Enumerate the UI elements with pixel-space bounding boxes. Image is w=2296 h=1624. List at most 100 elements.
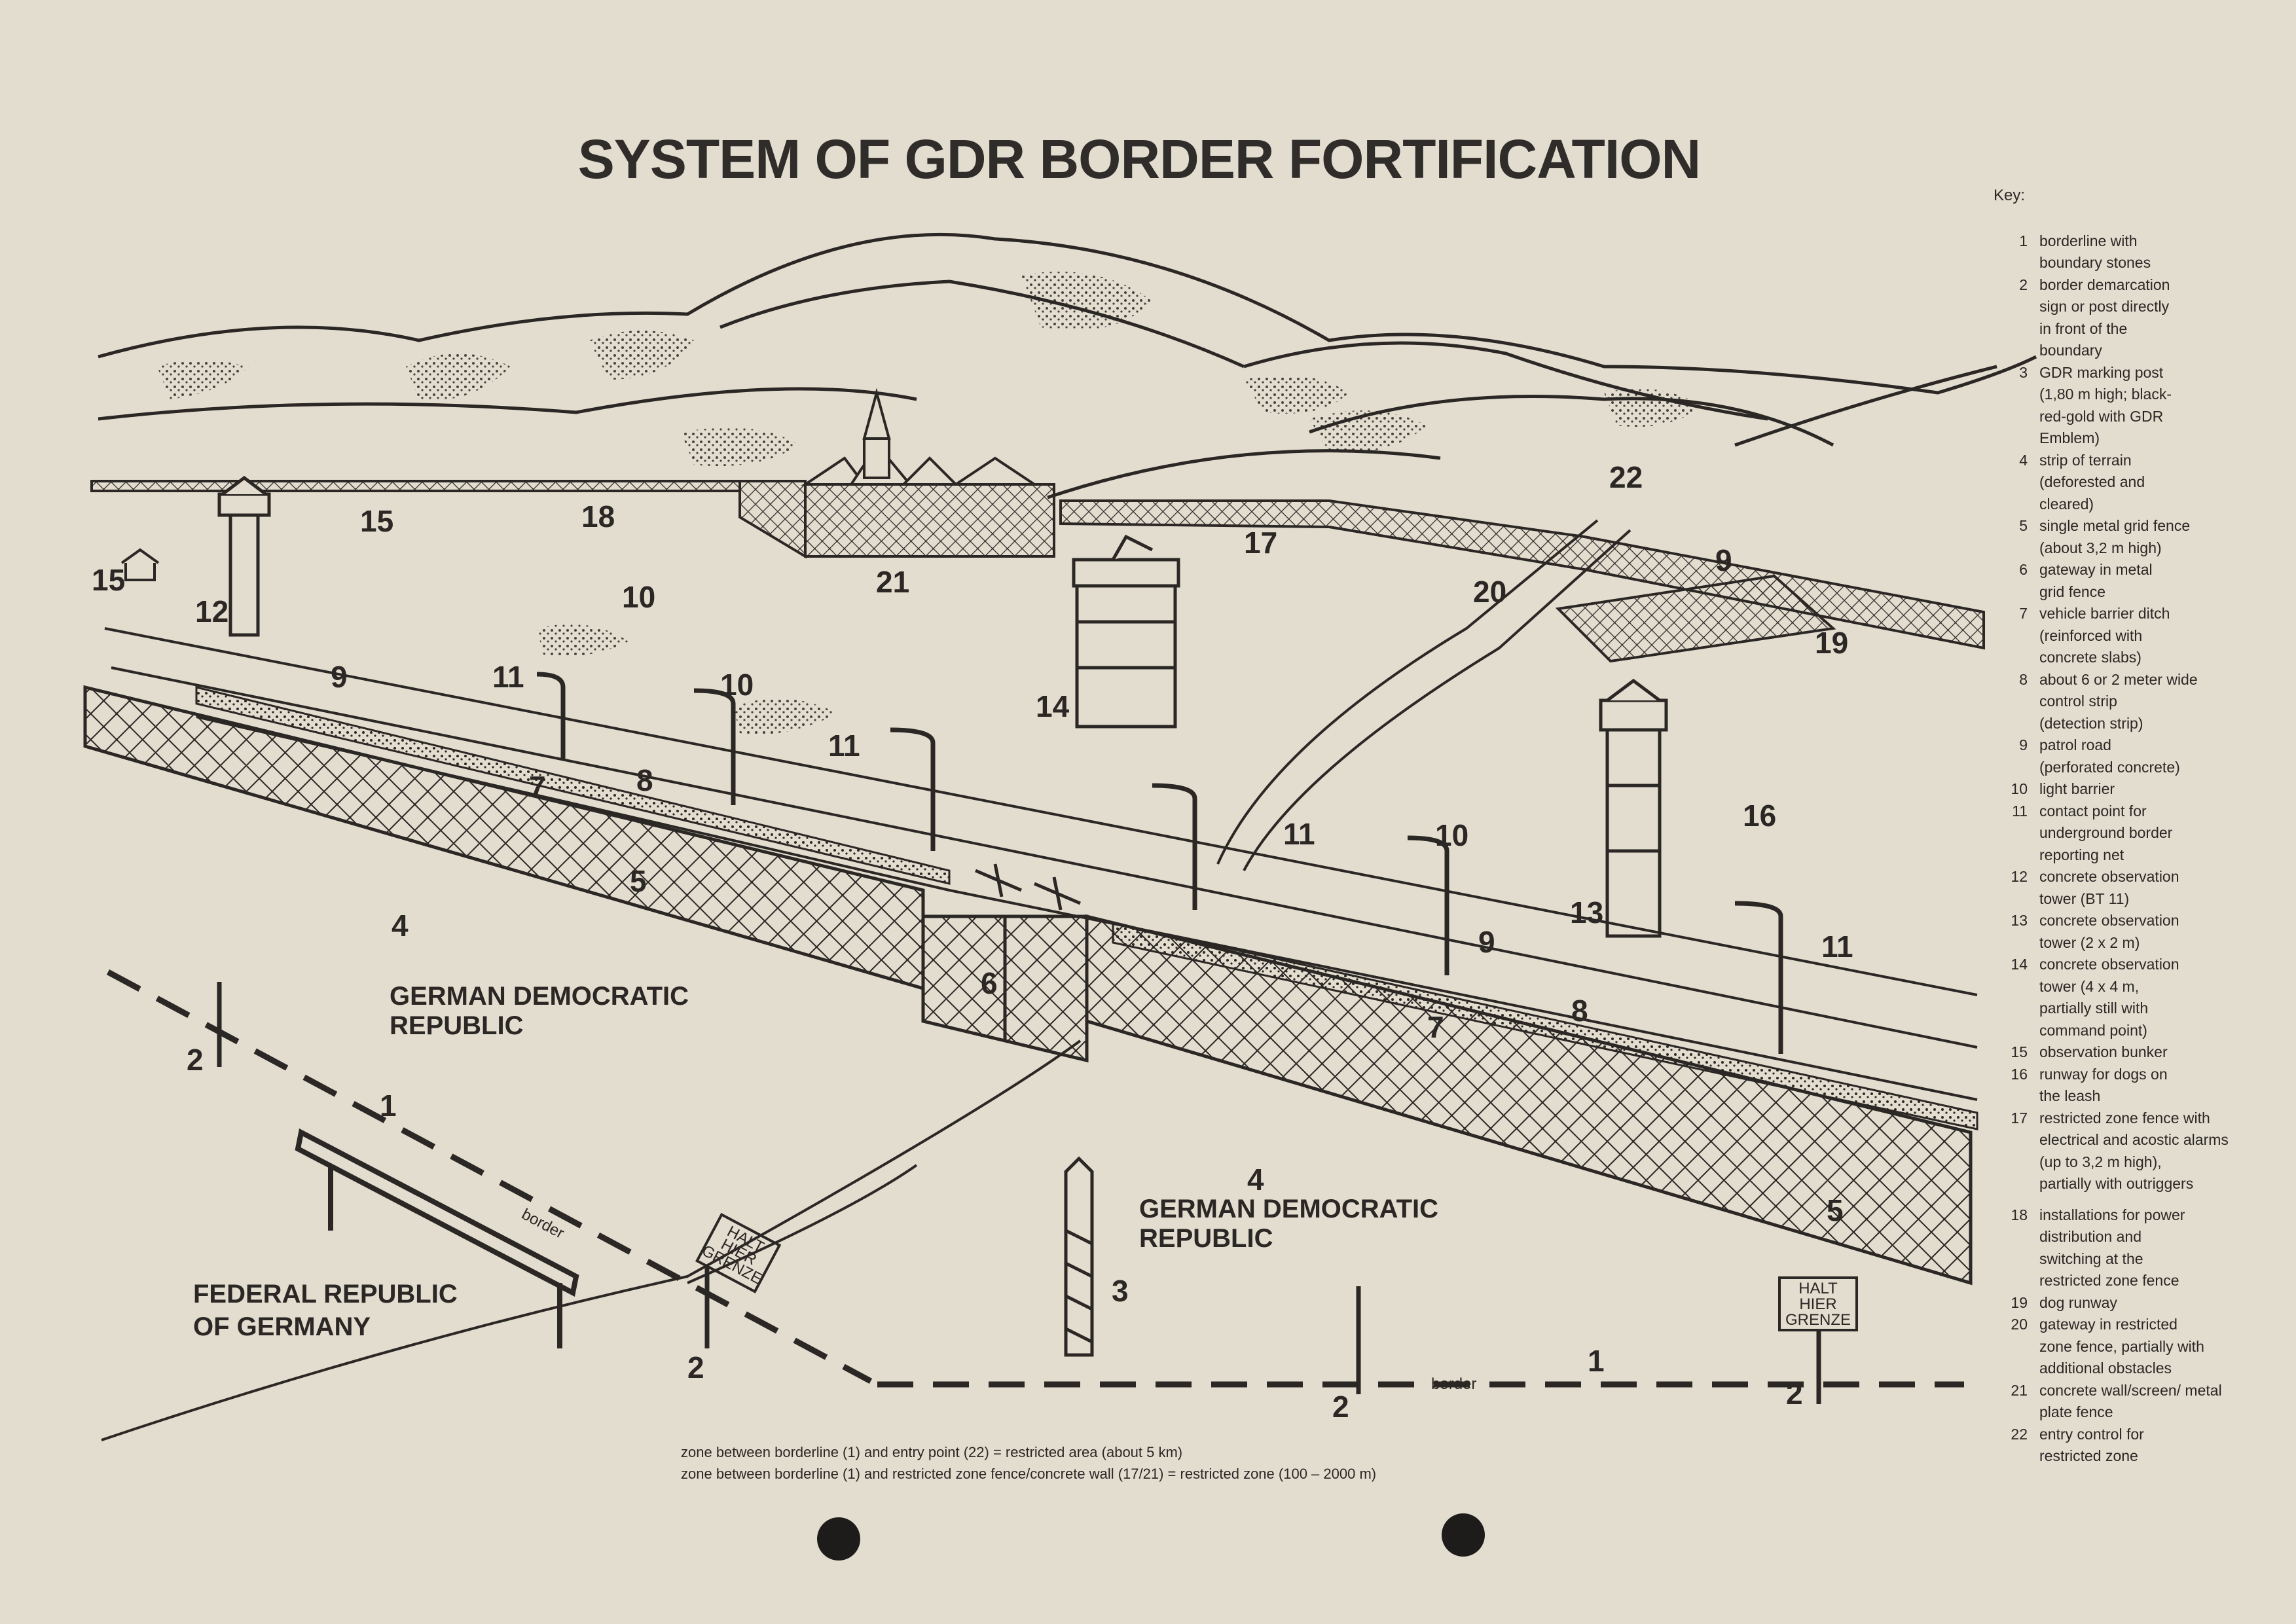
key-number: 20 [2011,1316,2028,1333]
callout-22: 22 [1609,460,1643,494]
key-number: 14 [2011,956,2028,973]
key-text: border demarcation [2039,276,2170,293]
key-item-14-cont: command point) [1994,1020,2236,1042]
callout-10b: 10 [720,668,754,702]
callout-3: 3 [1112,1274,1129,1308]
key-item-4-cont: (deforested and [1994,471,2236,494]
tower-bt11 [217,475,271,637]
key-number: 6 [2019,561,2028,578]
key-text: concrete observation [2039,912,2179,929]
callout-15a: 15 [92,563,125,597]
zone-note-restricted-zone: zone between borderline (1) and restrict… [681,1466,1377,1482]
hill-shading [157,272,1702,734]
callout-9b: 9 [1478,925,1495,959]
key-item-17-cont: electrical and acostic alarms [1994,1129,2236,1151]
key-number [1994,471,2039,494]
key-number [1994,581,2039,604]
key-text: (reinforced with [2039,626,2143,644]
key-text: contact point for [2039,802,2147,820]
dog-runway [1555,574,1836,663]
key-text: gateway in restricted [2039,1316,2178,1333]
key-number: 12 [2011,868,2028,885]
key-number: 5 [2019,517,2028,534]
callout-10a: 10 [622,580,655,614]
callout-2c: 2 [1332,1390,1349,1424]
gdr-marking-post [1064,1156,1094,1357]
key-text: cleared) [2039,495,2094,513]
key-text: light barrier [2039,780,2115,797]
key-number [1994,625,2039,647]
key-item-6-cont: grid fence [1994,581,2236,604]
key-text: grid fence [2039,583,2106,600]
key-text: partially with outriggers [2039,1175,2194,1192]
tank-traps [975,863,1081,911]
key-number [1994,406,2039,428]
halt-sign-front: HALT HIER GRENZE [1778,1276,1858,1331]
key-item-2-cont: boundary [1994,340,2236,362]
key-text: in front of the [2039,319,2128,337]
key-item-17-cont: (up to 3,2 m high), [1994,1151,2236,1174]
callout-11c: 11 [1283,817,1315,851]
key-text: about 6 or 2 meter wide [2039,670,2198,688]
key-text: concrete wall/screen/ metal [2039,1381,2222,1399]
key-item-8-cont: control strip [1994,691,2236,713]
background-hills [98,232,2037,499]
key-text: tower (2 x 2 m) [2039,933,2140,951]
demarcation-posts [217,982,1821,1404]
callout-2a: 2 [187,1043,204,1077]
key-number: 9 [2019,736,2028,753]
key-text: gateway in metal [2039,561,2153,578]
key-number [1994,252,2039,274]
frg-line-1: FEDERAL REPUBLIC [193,1280,458,1308]
key-text: tower (4 x 4 m, [2039,977,2140,995]
punch-hole-right [1442,1513,1485,1557]
key-item-20: 20 gateway in restricted [1994,1314,2236,1336]
key-item-7-cont: (reinforced with [1994,625,2236,647]
callout-5b: 5 [1827,1193,1844,1227]
key-text: boundary stones [2039,254,2151,271]
gdr-lower-line-1: GERMAN DEMOCRATIC [1139,1195,1438,1223]
key-text: restricted zone [2039,1447,2138,1464]
key-text: patrol road [2039,736,2111,753]
key-text: distribution and [2039,1228,2141,1245]
key-item-5-cont: (about 3,2 m high) [1994,537,2236,560]
key-text: plate fence [2039,1403,2113,1420]
key-number: 2 [2019,276,2028,293]
callout-1a: 1 [380,1089,397,1123]
key-item-9-cont: (perforated concrete) [1994,757,2236,779]
key-number: 10 [2011,780,2028,797]
key-number [1994,691,2039,713]
poster-title: SYSTEM OF GDR BORDER FORTIFICATION [577,128,1701,190]
callout-15b: 15 [360,504,393,538]
key-item-4-cont: cleared) [1994,494,2236,516]
key-item-2-cont: sign or post directly [1994,296,2236,318]
key-item-17-cont: partially with outriggers [1994,1173,2236,1195]
callout-8b: 8 [1571,994,1588,1028]
callout-4b: 4 [1247,1163,1264,1197]
key-text: (up to 3,2 m high), [2039,1153,2162,1170]
key-text: strip of terrain [2039,451,2132,469]
key-item-12-cont: tower (BT 11) [1994,888,2236,911]
key-item-3-cont: Emblem) [1994,427,2236,450]
callout-5a: 5 [630,864,647,898]
key-text: GDR marking post [2039,363,2164,381]
halt-sign-front-line-2: HIER [1799,1295,1836,1313]
key-number [1994,1445,2039,1468]
key-item-10: 10 light barrier [1994,778,2236,801]
key-item-22-cont: restricted zone [1994,1445,2236,1468]
key-item-14-cont: partially still with [1994,998,2236,1020]
tower-2x2 [1599,678,1668,938]
key-item-11-cont: underground border [1994,822,2236,844]
key-number [1994,888,2039,911]
callout-6: 6 [981,966,998,1000]
